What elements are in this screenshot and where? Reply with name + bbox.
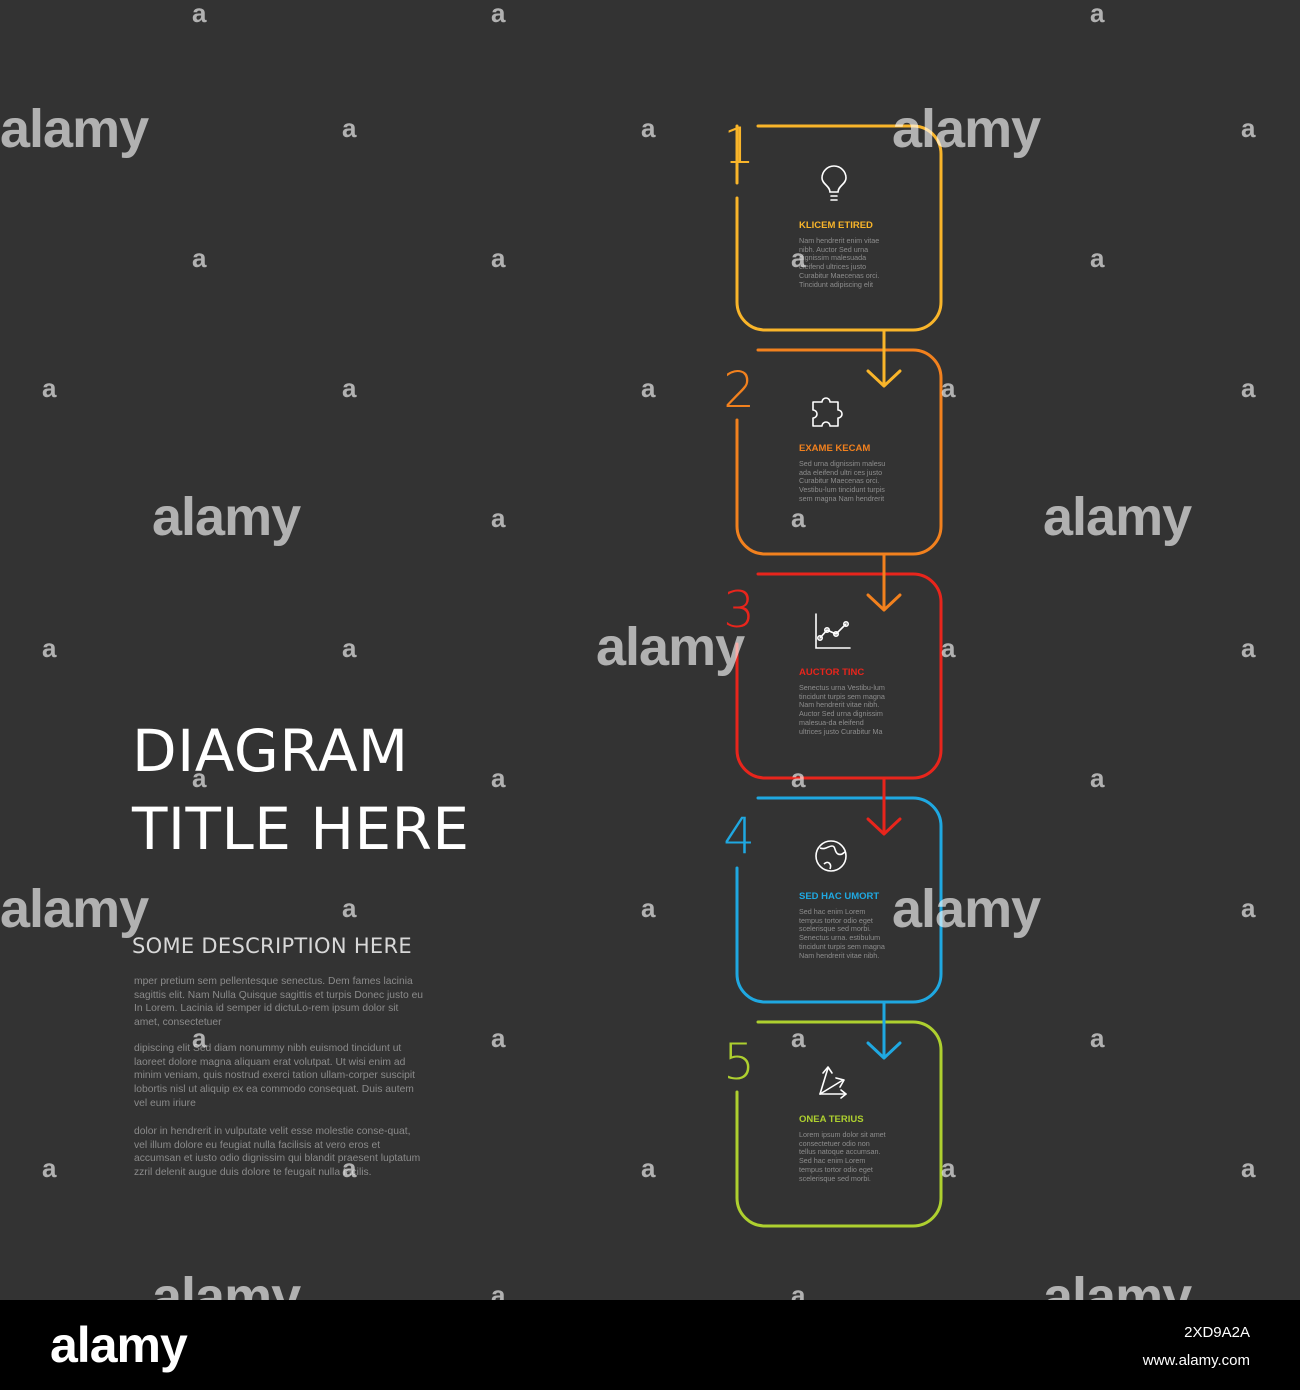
step-number-2: 2 xyxy=(723,361,755,419)
watermark-logo: alamy xyxy=(596,617,745,677)
description-paragraph-1: mper pretium sem pellentesque senectus. … xyxy=(134,976,424,1029)
watermark-letter: a xyxy=(641,113,656,143)
connector-arrow-4 xyxy=(866,1000,902,1060)
watermark-letter: a xyxy=(342,1153,357,1183)
description-paragraph-2: dipiscing elit Sed diam nonummy nibh eui… xyxy=(134,1043,415,1109)
step-frame-2 xyxy=(735,348,943,556)
step-box-1 xyxy=(735,124,943,332)
watermark-logo: alamy xyxy=(0,879,149,939)
watermark-letter: a xyxy=(491,243,506,273)
step-text-4: Sed hac enim Lorem tempus tortor odio eg… xyxy=(799,907,885,960)
puzzle-icon xyxy=(812,397,843,427)
watermark-letter: a xyxy=(1241,113,1256,143)
watermark-logo: alamy xyxy=(0,99,149,159)
connector-arrow-2 xyxy=(866,552,902,612)
step-box-4 xyxy=(735,796,943,1004)
watermark-letter: a xyxy=(1090,243,1105,273)
watermark-logo: alamy xyxy=(892,99,1041,159)
footer-url: www.alamy.com xyxy=(1142,1352,1250,1369)
watermark-letter: a xyxy=(42,373,57,403)
watermark-letter: a xyxy=(192,763,207,793)
watermark-letter: a xyxy=(491,763,506,793)
step-title-2: EXAME KECAM xyxy=(799,443,871,454)
watermark-letter: a xyxy=(1090,0,1105,28)
step-title-5: ONEA TERIUS xyxy=(799,1114,864,1125)
watermark-letter: a xyxy=(641,893,656,923)
step-text-1: Nam hendrerit enim vitae nibh. Auctor Se… xyxy=(799,236,880,289)
watermark-letter: a xyxy=(1241,373,1256,403)
watermark-logo: alamy xyxy=(152,487,301,547)
watermark-letter: a xyxy=(941,1153,956,1183)
description-paragraph-3: dolor in hendrerit in vulputate velit es… xyxy=(134,1126,421,1179)
chart-icon xyxy=(815,613,851,649)
step-text-2: Sed urna dignissim malesu ada eleifend u… xyxy=(799,459,886,503)
watermark-letter: a xyxy=(342,373,357,403)
watermark-letter: a xyxy=(641,373,656,403)
watermark-letter: a xyxy=(1241,1153,1256,1183)
step-box-3 xyxy=(735,572,943,780)
globe-icon xyxy=(815,840,847,872)
watermark-logo: alamy xyxy=(1043,487,1192,547)
watermark-letter: a xyxy=(491,503,506,533)
step-frame-1 xyxy=(735,124,943,332)
footer-bar: alamy 2XD9A2A www.alamy.com xyxy=(0,1300,1300,1390)
title-line-2: TITLE HERE xyxy=(132,795,470,863)
footer-logo: alamy xyxy=(50,1317,188,1373)
watermark-letter: a xyxy=(1241,893,1256,923)
watermark-letter: a xyxy=(342,113,357,143)
watermark-letter: a xyxy=(641,1153,656,1183)
watermark-letter: a xyxy=(1090,1023,1105,1053)
diagram-title: DIAGRAM TITLE HERE xyxy=(132,712,470,868)
arrows-icon xyxy=(819,1066,847,1099)
watermark-letter: a xyxy=(1090,763,1105,793)
watermark-letter: a xyxy=(941,633,956,663)
watermark-letter: a xyxy=(941,373,956,403)
watermark-letter: a xyxy=(342,893,357,923)
step-number-4: 4 xyxy=(723,807,755,865)
watermark-letter: a xyxy=(491,1023,506,1053)
step-title-4: SED HAC UMORT xyxy=(799,891,880,902)
step-number-3: 3 xyxy=(723,581,755,639)
watermark-logo: alamy xyxy=(892,879,1041,939)
connector-arrow-1 xyxy=(866,328,902,388)
watermark-letter: a xyxy=(791,1023,806,1053)
step-number-1: 1 xyxy=(723,117,755,175)
title-line-1: DIAGRAM xyxy=(132,717,409,785)
watermark-letter: a xyxy=(791,503,806,533)
step-text-3: Senectus urna Vestibu-lum tincidunt turp… xyxy=(799,683,885,736)
lightbulb-icon xyxy=(821,165,847,201)
watermark-letter: a xyxy=(791,763,806,793)
step-frame-5 xyxy=(735,1020,943,1228)
process-flow xyxy=(735,124,943,1228)
watermark-letter: a xyxy=(342,633,357,663)
watermark-letter: a xyxy=(42,1153,57,1183)
step-frame-3 xyxy=(735,572,943,780)
connector-arrow-3 xyxy=(866,776,902,836)
diagram-subtitle: SOME DESCRIPTION HERE xyxy=(132,934,412,958)
step-box-5 xyxy=(735,1020,943,1228)
step-title-1: KLICEM ETIRED xyxy=(799,220,873,231)
image-id: 2XD9A2A xyxy=(1184,1324,1250,1341)
watermark-letter: a xyxy=(791,243,806,273)
step-title-3: AUCTOR TINC xyxy=(799,667,865,678)
step-frame-4 xyxy=(735,796,943,1004)
watermark-letter: a xyxy=(42,633,57,663)
watermark-letter: a xyxy=(192,0,207,28)
watermark-letter: a xyxy=(491,0,506,28)
watermark-letter: a xyxy=(192,243,207,273)
watermark-letter: a xyxy=(192,1023,207,1053)
step-box-2 xyxy=(735,348,943,556)
step-text-5: Lorem ipsum dolor sit amet consectetuer … xyxy=(799,1130,886,1183)
step-number-5: 5 xyxy=(723,1033,755,1091)
watermark-letter: a xyxy=(1241,633,1256,663)
infographic-canvas: DIAGRAM TITLE HERE SOME DESCRIPTION HERE… xyxy=(0,0,1256,1324)
